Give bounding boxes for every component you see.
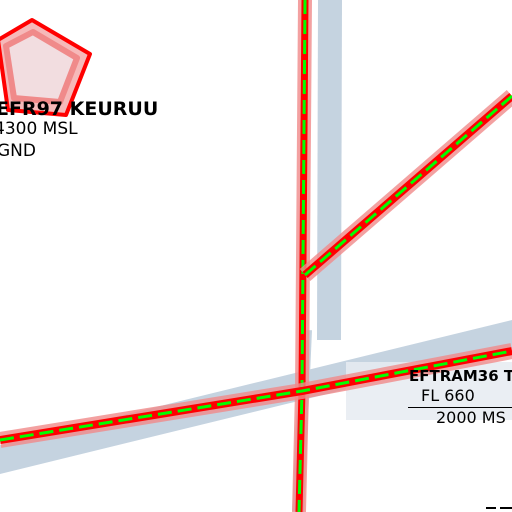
corridor-vertical: [317, 0, 342, 341]
route-vertical[interactable]: [292, 0, 312, 512]
route-diagonal[interactable]: [299, 89, 512, 282]
area-lower-limit-eftram36: 2000 MS: [436, 408, 506, 427]
route-horizontal[interactable]: [0, 343, 512, 448]
area-name-efr97: EFR97 KEURUU: [0, 98, 159, 120]
restricted-area-efr97[interactable]: [0, 18, 92, 117]
area-upper-limit-efr97: 4300 MSL: [0, 119, 78, 139]
area-name-eftram36: EFTRAM36 T: [409, 367, 512, 385]
area-upper-limit-eftram36: FL 660: [421, 386, 475, 405]
area-lower-limit-efr97: GND: [0, 141, 36, 161]
limit-separator-line: [408, 407, 512, 408]
